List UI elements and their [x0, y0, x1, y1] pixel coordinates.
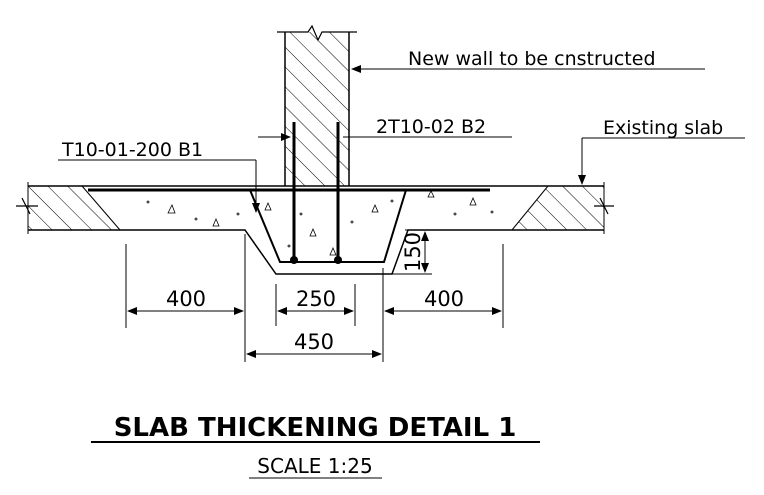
leader-bar-mesh	[58, 159, 260, 213]
dim-inner-width: 250	[296, 287, 336, 311]
dim-left-width: 400	[166, 287, 206, 311]
bar-mesh-label: T10-01-200 B1	[61, 139, 203, 161]
existing-slab-label: Existing slab	[603, 117, 723, 139]
drawing-title: SLAB THICKENING DETAIL 1	[114, 413, 517, 443]
bar-top-label: 2T10-02 B2	[376, 116, 486, 138]
wall-note-label: New wall to be cnstructed	[408, 48, 656, 70]
break-mark-right	[594, 197, 614, 215]
break-mark-left	[16, 197, 38, 215]
existing-slab-left	[28, 186, 120, 230]
dimension-lines	[127, 231, 502, 358]
drawing-scale: SCALE 1:25	[257, 454, 372, 478]
rebar-bottom-bars	[290, 256, 342, 264]
new-wall	[277, 24, 357, 186]
dimension-extension-lines	[125, 229, 504, 362]
rebar-starter-bars	[292, 122, 340, 258]
leader-existing-slab	[578, 137, 745, 185]
concrete-aggregate	[146, 190, 494, 256]
dim-right-width: 400	[424, 287, 464, 311]
dim-outer-width: 450	[294, 330, 334, 354]
dim-depth: 150	[401, 232, 425, 272]
rebar-mesh-b1	[88, 188, 490, 263]
existing-slab-right	[512, 186, 604, 230]
